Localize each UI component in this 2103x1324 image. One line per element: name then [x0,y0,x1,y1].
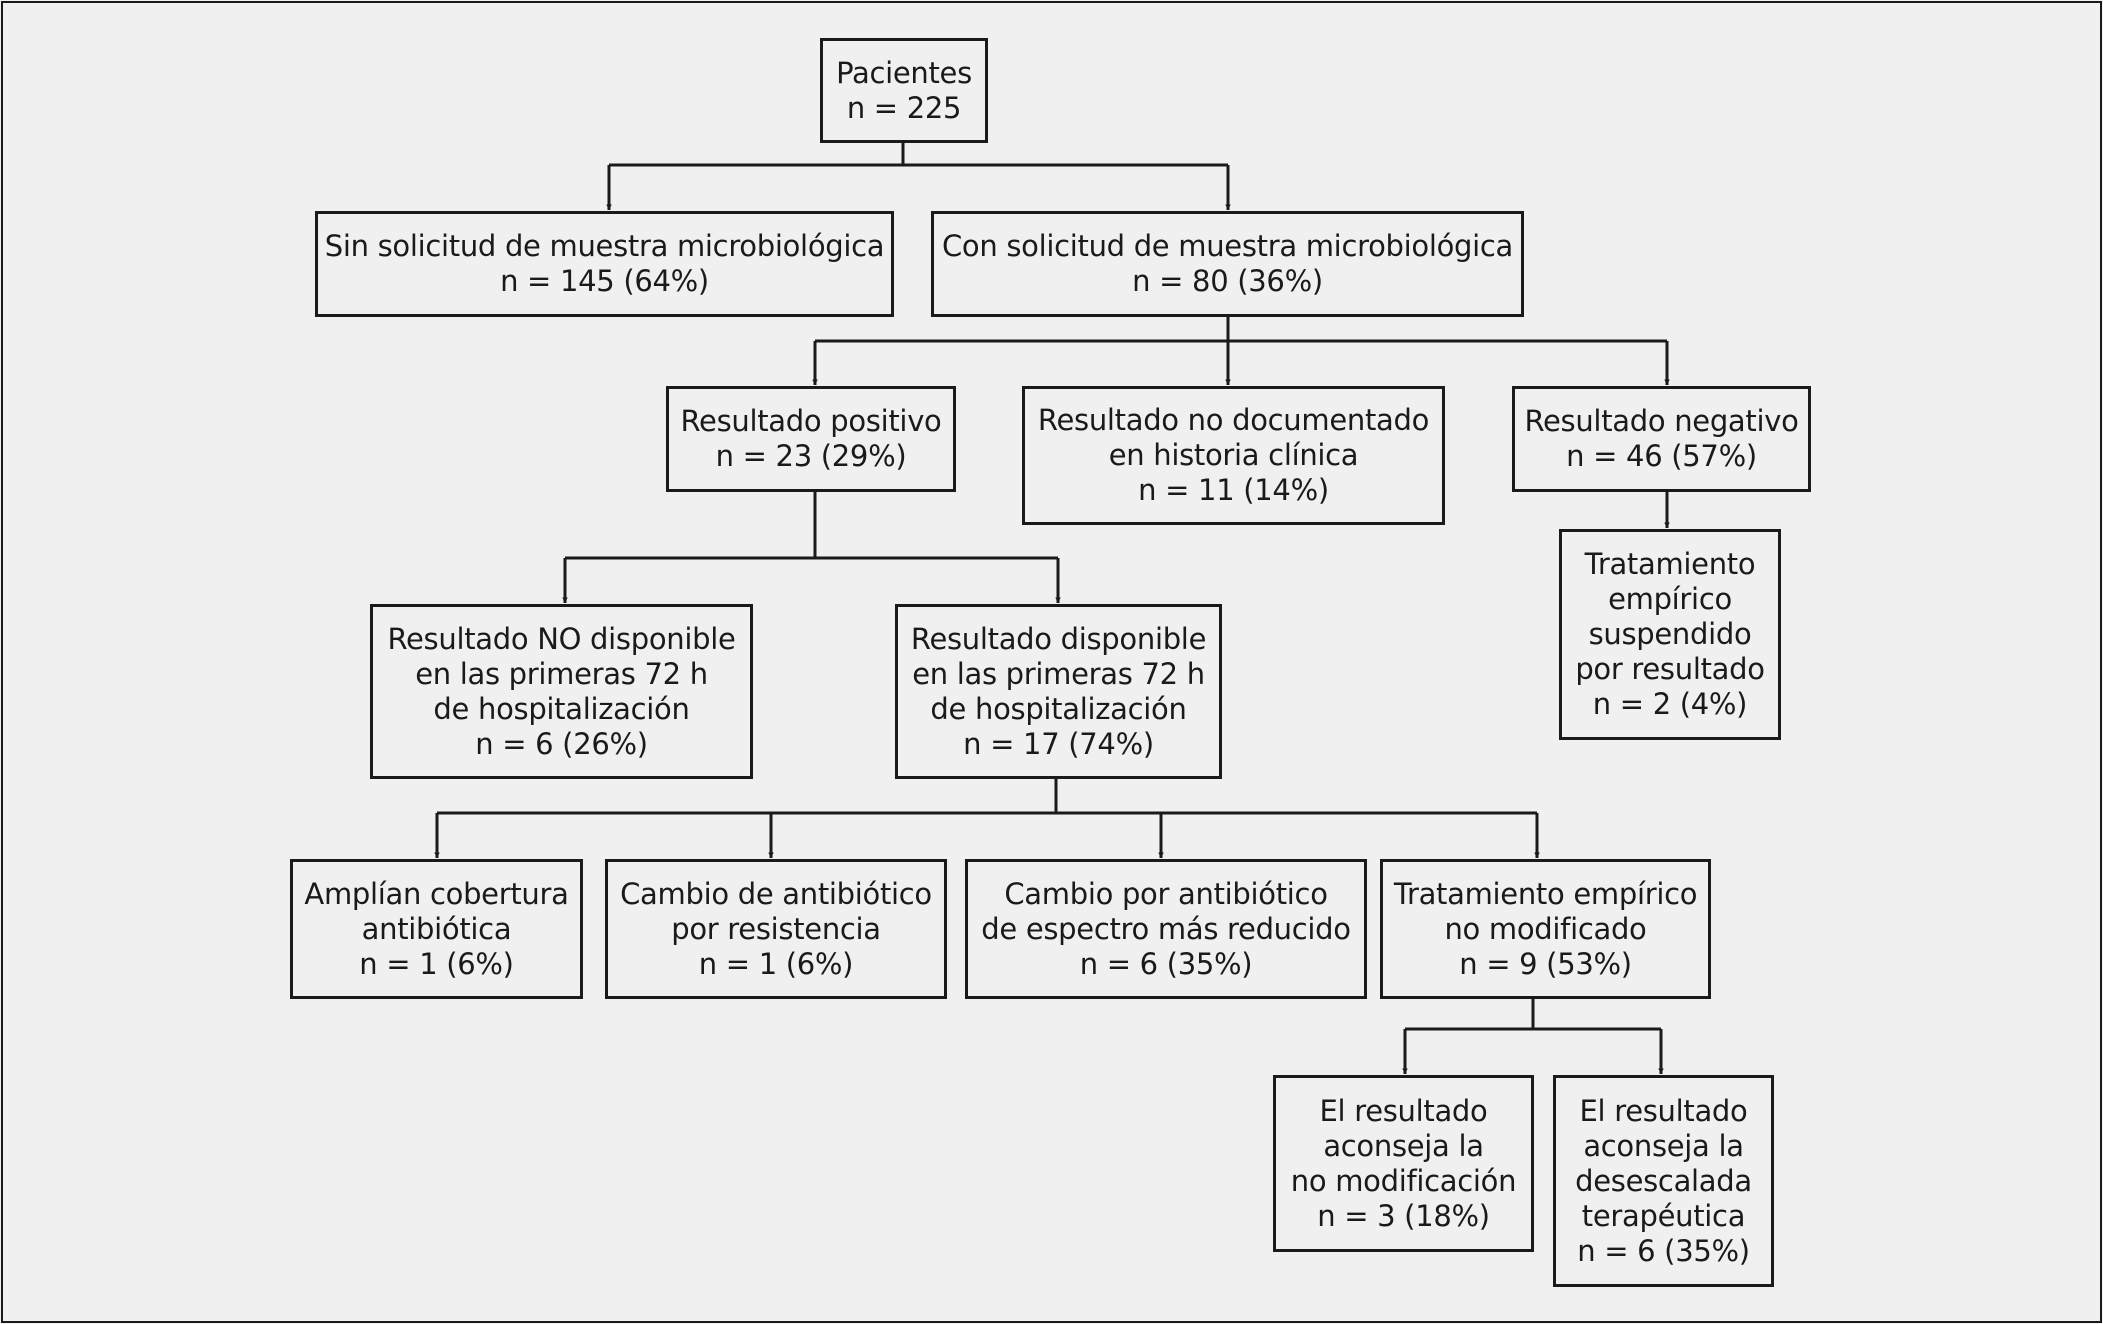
node-text-line: desescalada [1575,1163,1752,1198]
node-text-line: Cambio por antibiótico [1004,876,1328,911]
node-text-line: Resultado disponible [910,621,1207,656]
node-text-line: terapéutica [1581,1198,1746,1233]
node-text-line: Resultado NO disponible [387,621,736,656]
node-text-line: n = 1 (6%) [698,946,854,981]
node-text-line: antibiótica [361,911,512,946]
node-text-line: n = 3 (18%) [1317,1198,1490,1233]
node-text-line: no modificación [1290,1163,1517,1198]
node-text-line: de espectro más reducido [981,911,1351,946]
node-text-line: n = 1 (6%) [359,946,514,981]
node-text-line: Tratamiento empírico [1393,876,1698,911]
node-text-line: n = 11 (14%) [1138,473,1329,507]
node-text-line: Cambio de antibiótico [620,876,932,911]
node-text-line: por resistencia [671,911,881,946]
node-text-line: en las primeras 72 h [415,656,708,691]
node-text-line: Sin solicitud de muestra microbiológica [324,229,885,263]
node-text-line: n = 80 (36%) [1132,264,1323,298]
node-text-line: n = 9 (53%) [1459,946,1632,981]
node-text-line: Tratamiento [1584,547,1756,581]
node-text-line: por resultado [1575,652,1765,686]
node-text-line: en historia clínica [1108,438,1359,472]
node-text-line: n = 2 (4%) [1592,687,1748,721]
node-text-line: n = 23 (29%) [715,439,907,473]
node-text-line: n = 17 (74%) [963,726,1154,761]
node-text-line: n = 46 (57%) [1566,439,1757,473]
node-text-line: Con solicitud de muestra microbiológica [941,229,1514,263]
node-text-line: de hospitalización [930,691,1187,726]
node-text-line: Pacientes [836,55,972,90]
node-text-line: El resultado [1319,1093,1488,1128]
node-text-line: aconseja la [1323,1128,1484,1163]
node-text-line: n = 225 [846,90,962,125]
node-text-line: de hospitalización [433,691,690,726]
node-text-line: Resultado no documentado [1037,403,1430,437]
node-text-line: no modificado [1444,911,1647,946]
node-text-line: n = 6 (35%) [1079,946,1253,981]
node-text-line: n = 145 (64%) [500,264,709,298]
node-text-line: n = 6 (26%) [475,726,648,761]
node-text-line: El resultado [1579,1093,1748,1128]
node-text-line: Resultado positivo [680,404,942,438]
node-text-line: n = 6 (35%) [1577,1233,1750,1268]
node-text-line: Amplían cobertura [304,876,569,911]
node-text-line: en las primeras 72 h [912,656,1205,691]
node-text-line: aconseja la [1583,1128,1744,1163]
node-text-line: Resultado negativo [1524,404,1799,438]
node-text-line: suspendido [1588,617,1752,651]
node-text-line: empírico [1608,582,1732,616]
